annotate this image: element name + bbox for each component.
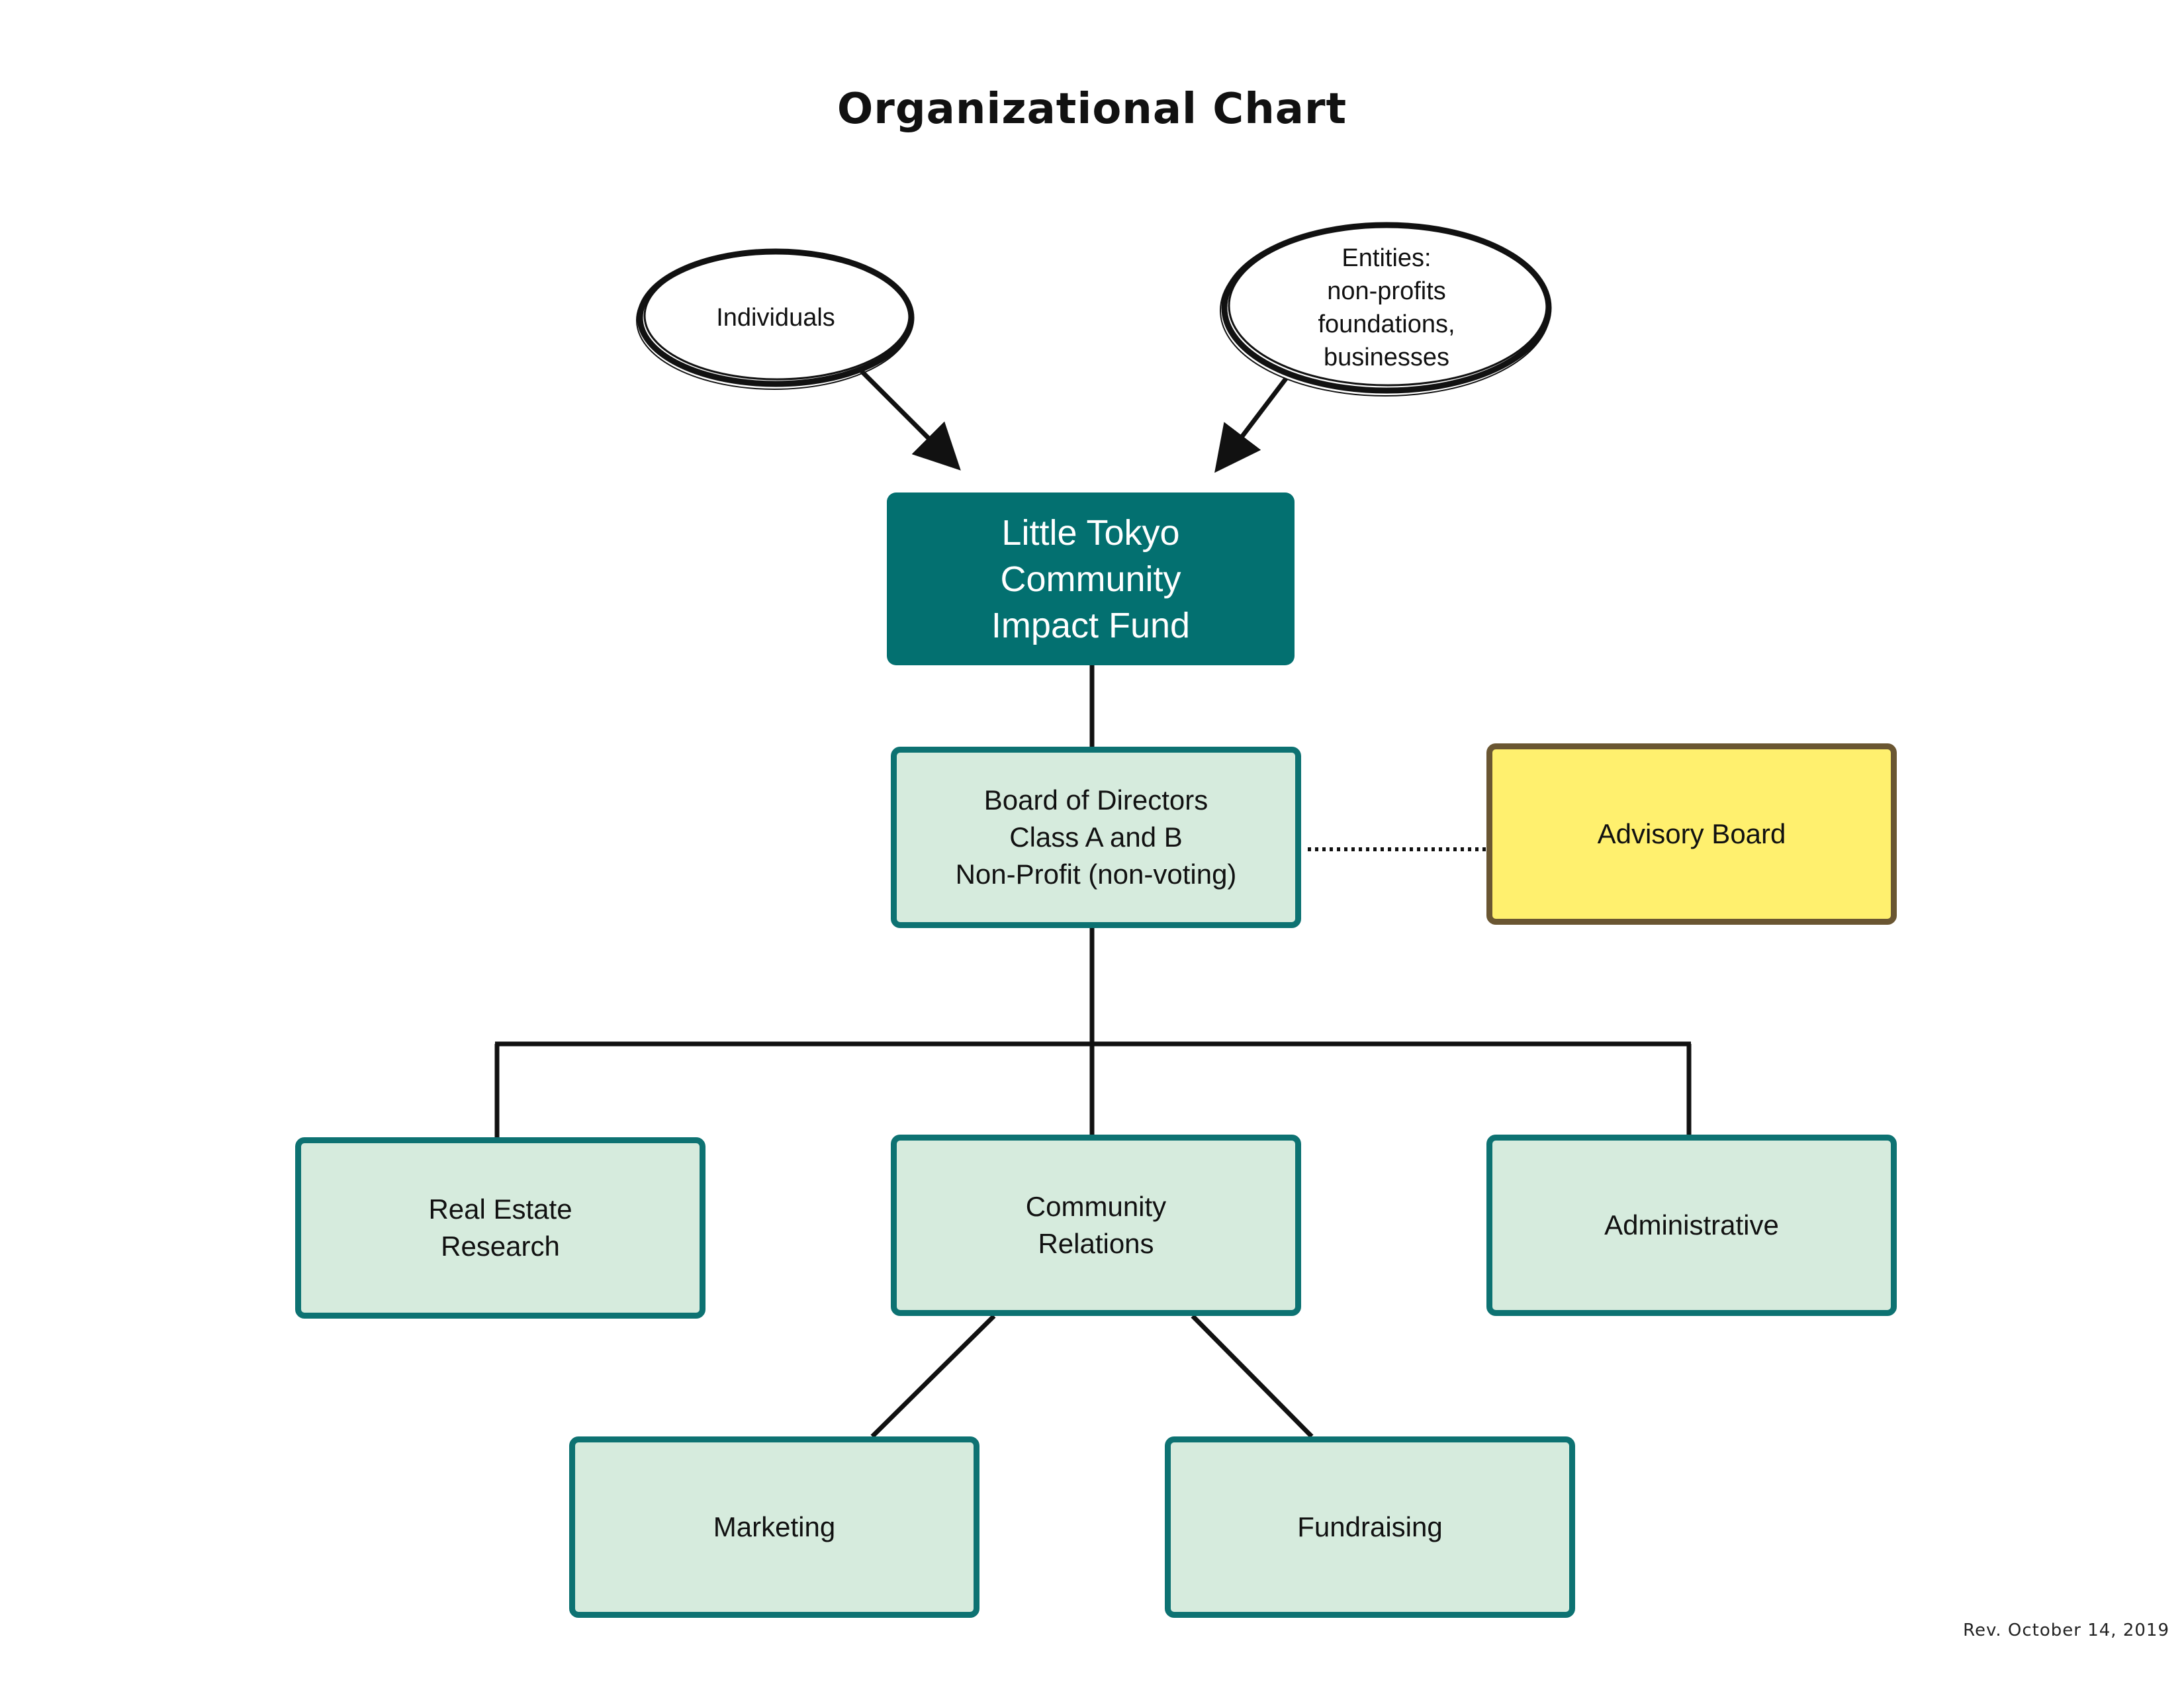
revision-date: Rev. October 14, 2019 <box>1963 1620 2169 1640</box>
board-line-1: Board of Directors <box>983 784 1208 816</box>
fundraising-label: Fundraising <box>1297 1511 1443 1542</box>
real-estate-research-box: Real Estate Research <box>295 1137 705 1319</box>
fund-line-1: Little Tokyo <box>1001 512 1180 553</box>
marketing-box: Marketing <box>569 1436 979 1618</box>
entities-line-3: foundations, <box>1318 310 1455 338</box>
fund-box: Little Tokyo Community Impact Fund <box>887 492 1295 665</box>
board-line-3: Non-Profit (non-voting) <box>955 859 1237 890</box>
individuals-label: Individuals <box>657 285 895 351</box>
individuals-text: Individuals <box>716 304 835 332</box>
board-line-2: Class A and B <box>1009 821 1183 853</box>
advisory-board-label: Advisory Board <box>1597 818 1786 849</box>
administrative-label: Administrative <box>1604 1209 1779 1241</box>
real-estate-line-2: Research <box>441 1231 560 1262</box>
entities-label: Entities: non-profits foundations, busin… <box>1251 238 1522 377</box>
community-relations-line-1: Community <box>1025 1191 1167 1222</box>
administrative-box: Administrative <box>1486 1135 1897 1316</box>
page-title: Organizational Chart <box>837 85 1347 134</box>
fund-line-2: Community <box>1000 559 1181 599</box>
individuals-bubble <box>636 248 915 390</box>
individuals-arrow <box>860 369 961 471</box>
entities-line-1: Entities: <box>1342 244 1432 272</box>
entities-bubble <box>1220 222 1552 397</box>
community-marketing-connector <box>870 1314 996 1438</box>
community-relations-line-2: Relations <box>1038 1228 1154 1259</box>
real-estate-line-1: Real Estate <box>428 1194 572 1225</box>
entities-line-4: businesses <box>1323 344 1450 371</box>
community-relations-box: Community Relations <box>891 1135 1301 1316</box>
fundraising-box: Fundraising <box>1165 1436 1575 1618</box>
community-fundraising-connector <box>1191 1314 1314 1438</box>
marketing-label: Marketing <box>713 1511 836 1542</box>
advisory-board-box: Advisory Board <box>1486 743 1897 925</box>
entities-arrow <box>1214 377 1288 473</box>
fund-line-3: Impact Fund <box>991 605 1191 645</box>
entities-line-2: non-profits <box>1327 277 1446 305</box>
board-of-directors-box: Board of Directors Class A and B Non-Pro… <box>891 747 1301 928</box>
